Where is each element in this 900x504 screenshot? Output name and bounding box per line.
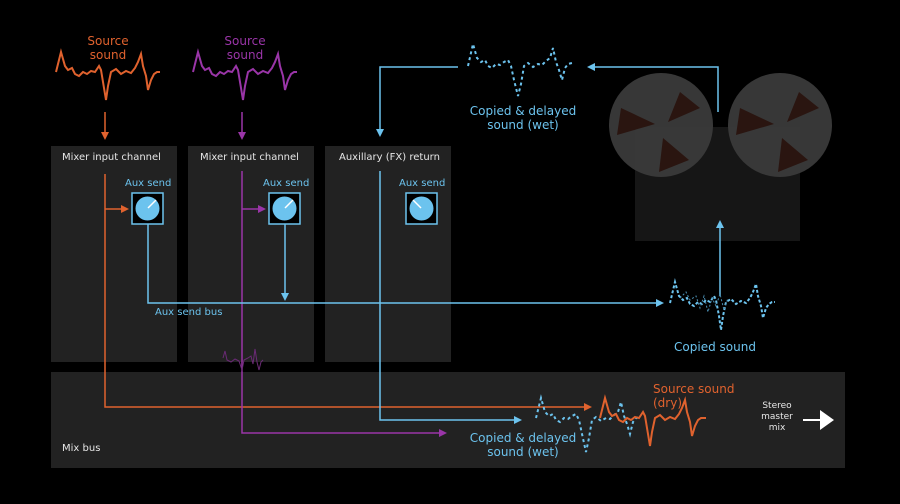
source-label-purple-line1: Source bbox=[224, 34, 266, 48]
source-label-orange-line2: sound bbox=[89, 48, 127, 62]
faded-waveform-purple bbox=[222, 348, 264, 372]
mix-dry-label-line2: (dry) bbox=[653, 396, 683, 410]
mix-wet-label-line1: Copied & delayed bbox=[469, 431, 577, 445]
wet-waveform-top bbox=[467, 43, 573, 97]
stereo-master-mix-label: Stereo master mix bbox=[752, 401, 802, 434]
tape-reel-left bbox=[609, 73, 713, 177]
mix-wet-label: Copied & delayed sound (wet) bbox=[455, 431, 591, 459]
orange-dry-path bbox=[104, 174, 592, 411]
mix-bus-label: Mix bus bbox=[62, 443, 101, 454]
mix-waveform-wet bbox=[535, 394, 641, 453]
wet-label-top: Copied & delayed sound (wet) bbox=[455, 104, 591, 132]
source-waveform-purple bbox=[192, 48, 297, 101]
copied-waveform bbox=[669, 278, 775, 331]
channel-title-fx: Auxillary (FX) return bbox=[339, 152, 440, 163]
aux-send-label-2: Aux send bbox=[263, 178, 310, 189]
fx-return-to-mix-line bbox=[379, 171, 522, 424]
tape-output-line bbox=[587, 63, 719, 112]
source-label-purple: Source sound bbox=[207, 34, 283, 62]
aux-send-bus-label: Aux send bus bbox=[155, 307, 223, 318]
source-label-purple-line2: sound bbox=[226, 48, 264, 62]
fx-return-input-line bbox=[376, 66, 458, 137]
aux-send-knob-2[interactable] bbox=[268, 192, 301, 225]
stereo-master-arrow-icon bbox=[820, 410, 834, 430]
stereo-line1: Stereo bbox=[762, 401, 792, 411]
mix-dry-label: Source sound (dry) bbox=[653, 382, 734, 410]
copied-waveform-overlay bbox=[679, 291, 729, 314]
source-label-orange: Source sound bbox=[70, 34, 146, 62]
aux-send-label-1: Aux send bbox=[125, 178, 172, 189]
channel-title-1: Mixer input channel bbox=[62, 152, 161, 163]
aux-send-knob-fx[interactable] bbox=[405, 192, 438, 225]
wet-label-top-line2: sound (wet) bbox=[487, 118, 559, 132]
mixer-input-channel-1 bbox=[51, 146, 177, 362]
mix-wet-label-line2: sound (wet) bbox=[487, 445, 559, 459]
aux-send-knob-1[interactable] bbox=[131, 192, 164, 225]
channel-title-2: Mixer input channel bbox=[200, 152, 299, 163]
copied-sound-label: Copied sound bbox=[674, 340, 756, 354]
mix-dry-label-line1: Source sound bbox=[653, 382, 735, 396]
stereo-line2: master bbox=[761, 412, 793, 422]
source-label-orange-line1: Source bbox=[87, 34, 129, 48]
stereo-line3: mix bbox=[768, 423, 786, 433]
aux-send-bus-line bbox=[147, 224, 664, 307]
aux-fx-return-channel bbox=[325, 146, 451, 362]
purple-dry-path bbox=[241, 171, 447, 437]
mix-waveform-dry bbox=[599, 394, 706, 447]
wet-label-top-line1: Copied & delayed bbox=[469, 104, 577, 118]
aux-send-label-fx: Aux send bbox=[399, 178, 446, 189]
mixer-input-channel-2 bbox=[188, 146, 314, 362]
source-waveform-orange bbox=[55, 48, 160, 101]
tape-reel-right bbox=[728, 73, 832, 177]
